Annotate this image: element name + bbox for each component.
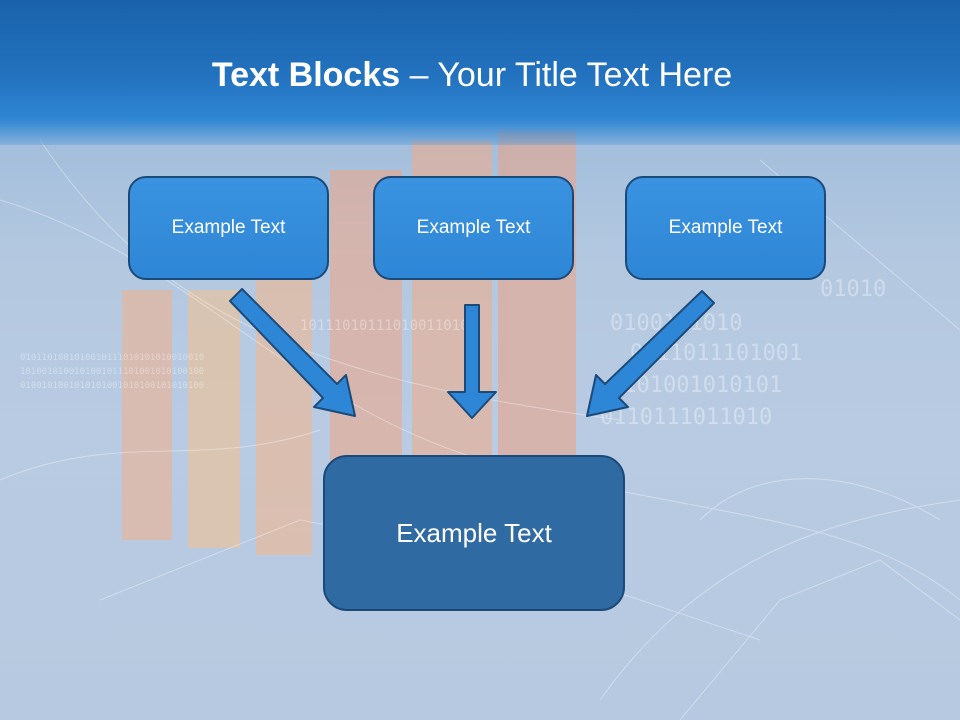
top-box-center: Example Text bbox=[373, 176, 574, 280]
title-regular-part: – Your Title Text Here bbox=[400, 56, 733, 94]
svg-text:010110100101001011101010101001: 0101101001010010111010101010010010 bbox=[20, 353, 204, 363]
arrow-center bbox=[447, 304, 497, 419]
arrow-right bbox=[586, 290, 715, 417]
svg-text:0110111011010: 0110111011010 bbox=[600, 405, 772, 430]
bottom-box-label: Example Text bbox=[396, 517, 552, 548]
background-binary: 0100101010 0111011101001 0101001010101 0… bbox=[20, 277, 886, 430]
top-box-left: Example Text bbox=[128, 176, 329, 280]
svg-text:10111010111010011010: 10111010111010011010 bbox=[300, 318, 469, 334]
top-box-center-label: Example Text bbox=[416, 217, 531, 238]
slide-title: Text Blocks – Your Title Text Here bbox=[0, 52, 944, 98]
bottom-box: Example Text bbox=[323, 455, 625, 611]
svg-text:01010: 01010 bbox=[820, 277, 886, 302]
top-box-left-label: Example Text bbox=[171, 217, 286, 238]
arrow-left bbox=[229, 288, 356, 417]
svg-text:010010100101010100101010010101: 0100101001010101001010100101010100 bbox=[20, 381, 204, 391]
svg-text:101001010010100101110100101010: 1010010100101001011101001010100100 bbox=[20, 367, 204, 377]
title-bar bbox=[0, 0, 960, 145]
top-box-right-label: Example Text bbox=[668, 217, 783, 238]
title-bold-part: Text Blocks bbox=[211, 56, 401, 94]
top-box-right: Example Text bbox=[625, 176, 826, 280]
